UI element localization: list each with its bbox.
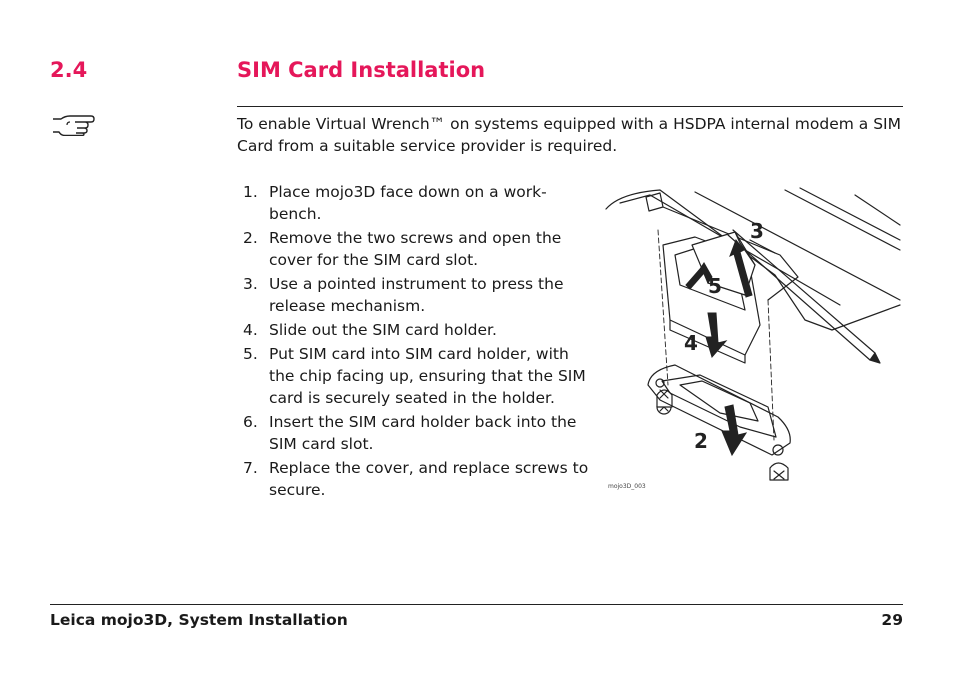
step-text: Replace the cover, and replace screws to… <box>269 459 589 499</box>
step-number: 4. <box>243 321 258 339</box>
section-number: 2.4 <box>50 58 88 82</box>
list-item: 7. Replace the cover, and replace screws … <box>243 457 591 501</box>
step-number: 3. <box>243 275 258 293</box>
figure-code: mojo3D_003 <box>608 483 646 490</box>
step-text: Slide out the SIM card holder. <box>269 321 497 339</box>
callout-4: 4 <box>684 331 698 355</box>
list-item: 6. Insert the SIM card holder back into t… <box>243 411 591 455</box>
step-text: Put SIM card into SIM card holder, with … <box>269 345 586 407</box>
step-text: Use a pointed instrument to press the re… <box>269 275 564 315</box>
step-text: Remove the two screws and open the cover… <box>269 229 562 269</box>
step-number: 7. <box>243 459 258 477</box>
top-divider <box>237 106 903 107</box>
list-item: 4. Slide out the SIM card holder. <box>243 319 591 341</box>
sim-card-illustration: 3 5 4 2 <box>605 187 901 481</box>
pointing-hand-icon <box>53 115 95 136</box>
footer-divider <box>50 604 903 605</box>
list-item: 2. Remove the two screws and open the cov… <box>243 227 591 271</box>
list-item: 3. Use a pointed instrument to press the … <box>243 273 591 317</box>
list-item: 1. Place mojo3D face down on a work-bench… <box>243 181 591 225</box>
note-text: To enable Virtual Wrench™ on systems equ… <box>237 115 901 155</box>
list-item: 5. Put SIM card into SIM card holder, wit… <box>243 343 591 409</box>
step-number: 1. <box>243 183 258 201</box>
callout-2: 2 <box>694 429 708 453</box>
section-title: SIM Card Installation <box>237 58 486 82</box>
footer-title: Leica mojo3D, System Installation <box>50 611 348 629</box>
page-number: 29 <box>881 611 903 629</box>
callout-5: 5 <box>708 274 722 298</box>
callout-3: 3 <box>750 219 764 243</box>
step-text: Insert the SIM card holder back into the… <box>269 413 577 453</box>
step-text: Place mojo3D face down on a work-bench. <box>269 183 547 223</box>
step-number: 2. <box>243 229 258 247</box>
step-number: 5. <box>243 345 258 363</box>
step-number: 6. <box>243 413 258 431</box>
instruction-list: 1. Place mojo3D face down on a work-bench… <box>243 181 591 503</box>
